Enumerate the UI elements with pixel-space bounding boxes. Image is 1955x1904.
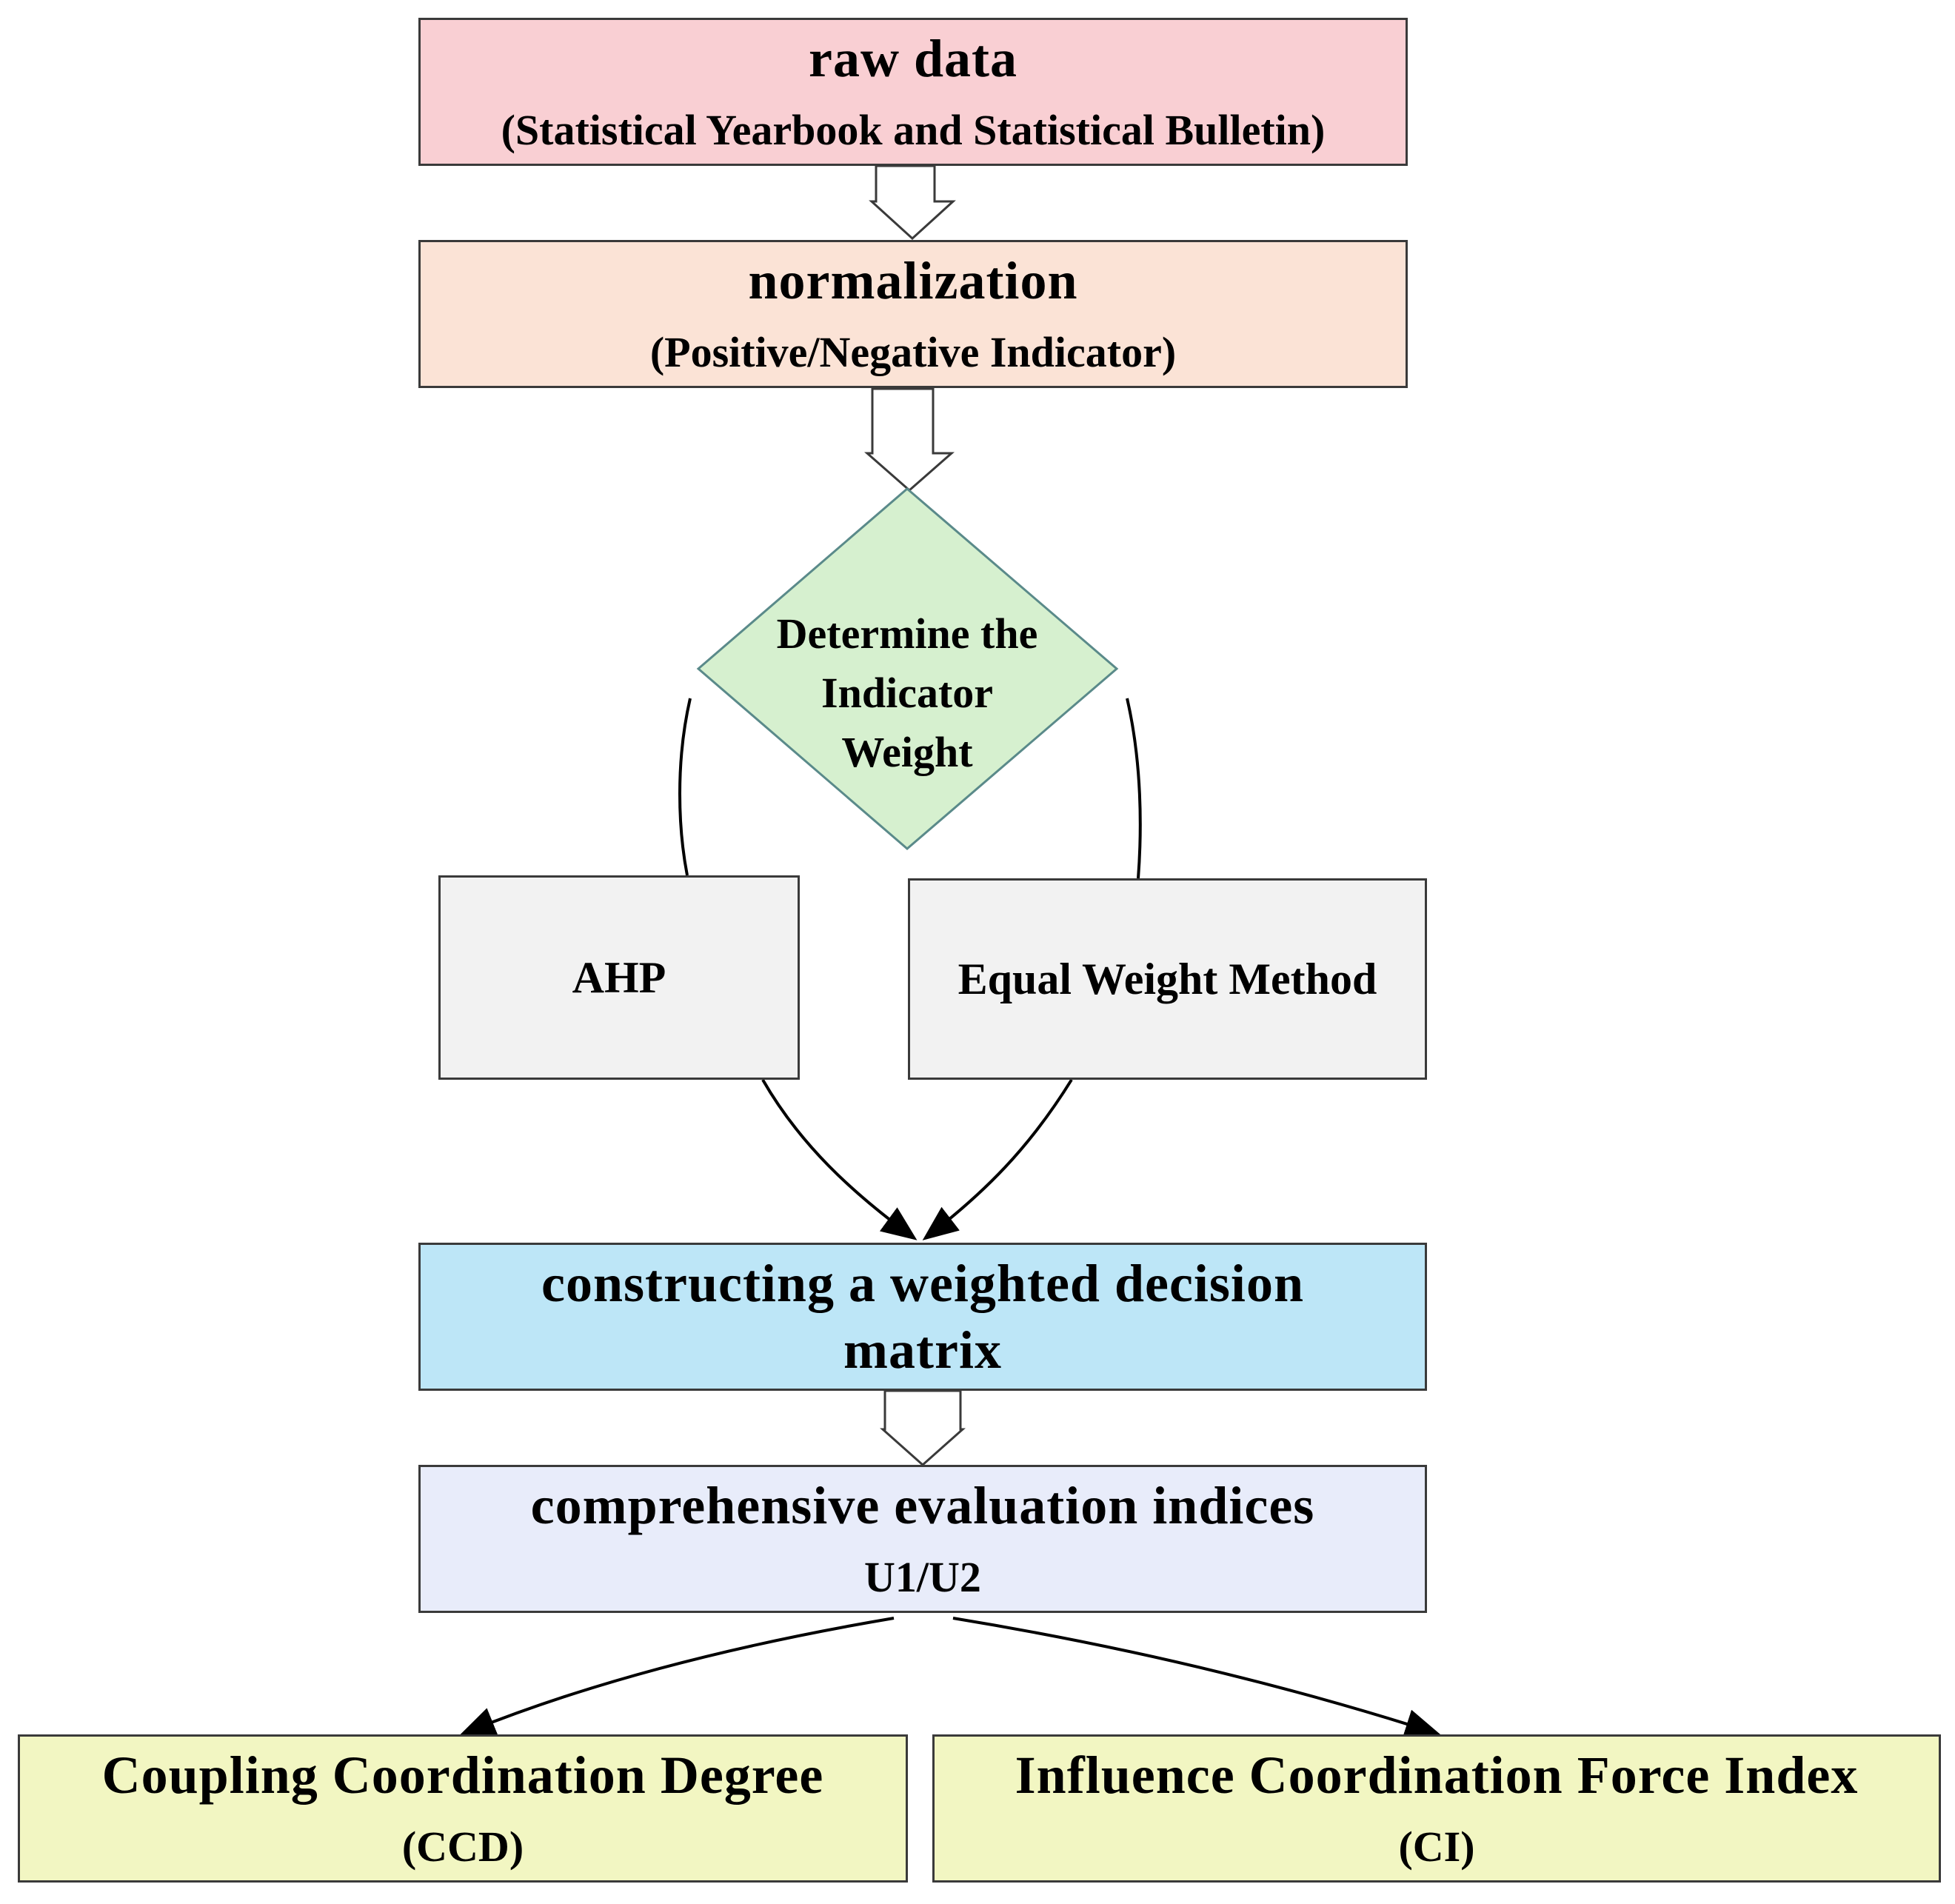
- ci-subtitle: (CI): [1398, 1823, 1475, 1871]
- ccd-title: Coupling Coordination Degree: [101, 1746, 824, 1806]
- comprehensive-subtitle: U1/U2: [864, 1553, 981, 1602]
- arrow-equal-weight-to-matrix: [922, 1078, 1073, 1240]
- decision-diamond-label: Determine the Indicator Weight: [728, 604, 1086, 782]
- weighted-matrix-title-line-2: matrix: [843, 1320, 1002, 1380]
- ahp-box: AHP: [438, 875, 800, 1080]
- block-arrow-matrix-to-comprehensive: [880, 1389, 966, 1467]
- raw-data-box: raw data (Statistical Yearbook and Stati…: [418, 18, 1408, 166]
- diamond-line-1: Determine the: [776, 609, 1038, 658]
- normalization-subtitle: (Positive/Negative Indicator): [649, 328, 1177, 377]
- ahp-label: AHP: [572, 953, 666, 1002]
- decision-diamond: [696, 487, 1119, 850]
- raw-data-title: raw data: [809, 29, 1017, 89]
- arrow-comprehensive-to-ci: [952, 1617, 1441, 1738]
- weighted-matrix-title-line-1: constructing a weighted decision: [541, 1254, 1304, 1313]
- connector-diamond-to-equal-weight: [1126, 698, 1142, 879]
- normalization-title: normalization: [748, 251, 1078, 311]
- block-arrow-raw-to-normalization: [869, 164, 956, 241]
- diamond-line-3: Weight: [841, 728, 973, 776]
- comprehensive-box: comprehensive evaluation indices U1/U2: [418, 1465, 1427, 1613]
- equal-weight-label: Equal Weight Method: [958, 955, 1377, 1003]
- equal-weight-box: Equal Weight Method: [908, 878, 1427, 1080]
- block-arrow-normalization-to-diamond: [864, 387, 955, 492]
- ccd-box: Coupling Coordination Degree (CCD): [18, 1734, 908, 1883]
- weighted-matrix-box: constructing a weighted decision matrix: [418, 1243, 1427, 1391]
- arrow-ahp-to-matrix: [761, 1079, 918, 1240]
- ccd-subtitle: (CCD): [401, 1823, 524, 1871]
- ci-title: Influence Coordination Force Index: [1015, 1746, 1859, 1806]
- connector-diamond-to-ahp: [678, 698, 692, 876]
- arrow-comprehensive-to-ccd: [459, 1617, 895, 1736]
- comprehensive-title: comprehensive evaluation indices: [530, 1476, 1315, 1536]
- normalization-box: normalization (Positive/Negative Indicat…: [418, 240, 1408, 388]
- diamond-line-2: Indicator: [821, 669, 993, 717]
- raw-data-subtitle: (Statistical Yearbook and Statistical Bu…: [501, 106, 1326, 155]
- ci-box: Influence Coordination Force Index (CI): [932, 1734, 1941, 1883]
